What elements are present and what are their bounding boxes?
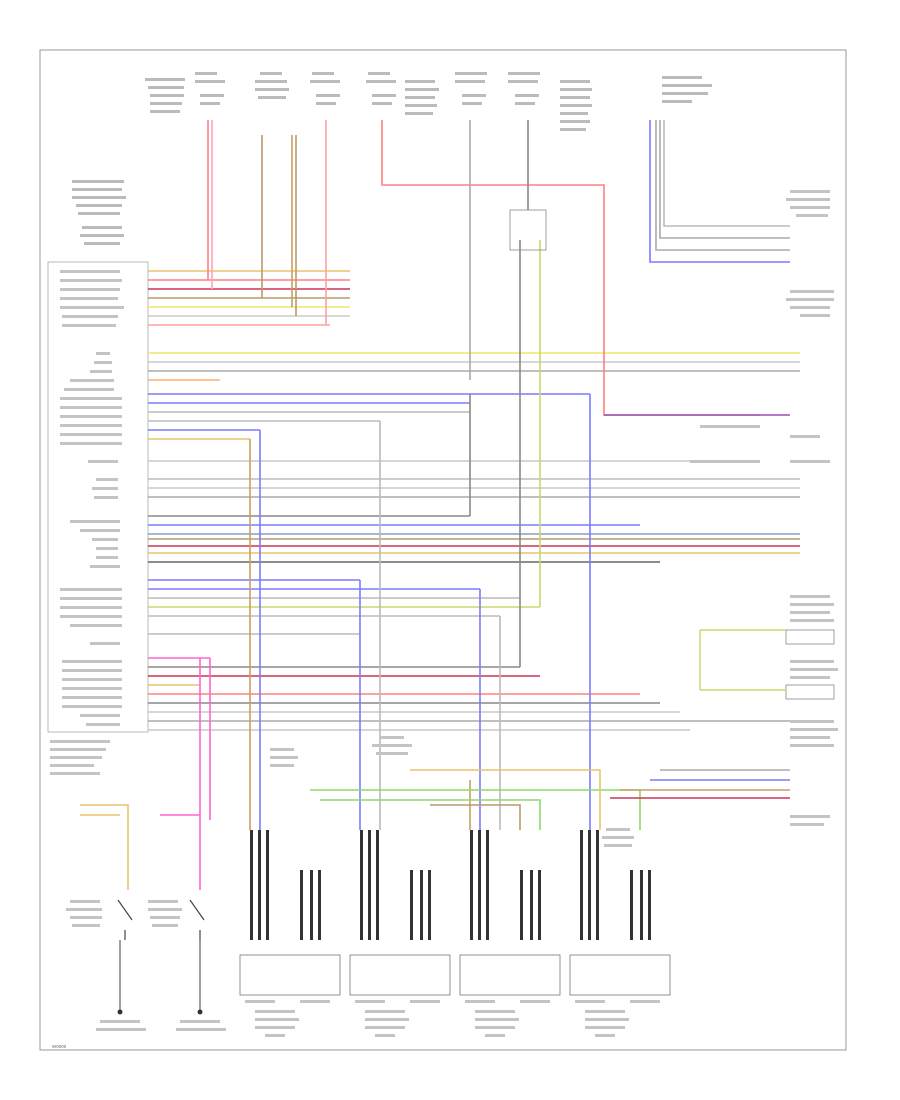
module-pin-labels xyxy=(60,270,124,726)
ground-point-right xyxy=(197,1009,203,1015)
diagram-frame xyxy=(39,49,847,1051)
ground-point-left xyxy=(117,1009,123,1015)
diagram-code: W0000 xyxy=(52,1044,67,1049)
brake-switch xyxy=(117,899,205,940)
right-connector-boxes xyxy=(509,209,835,700)
lower-labels xyxy=(50,736,660,1037)
lower-risers xyxy=(249,394,790,830)
right-labels xyxy=(690,190,838,826)
right-box-wires xyxy=(699,629,786,691)
lower-connectors xyxy=(239,954,671,996)
left-top-labels xyxy=(72,180,126,245)
top-feeds xyxy=(207,120,790,667)
lower-connector-pins xyxy=(250,830,651,940)
module-wires xyxy=(148,270,800,731)
top-labels xyxy=(145,72,712,131)
left-switch-wires xyxy=(80,658,211,1010)
